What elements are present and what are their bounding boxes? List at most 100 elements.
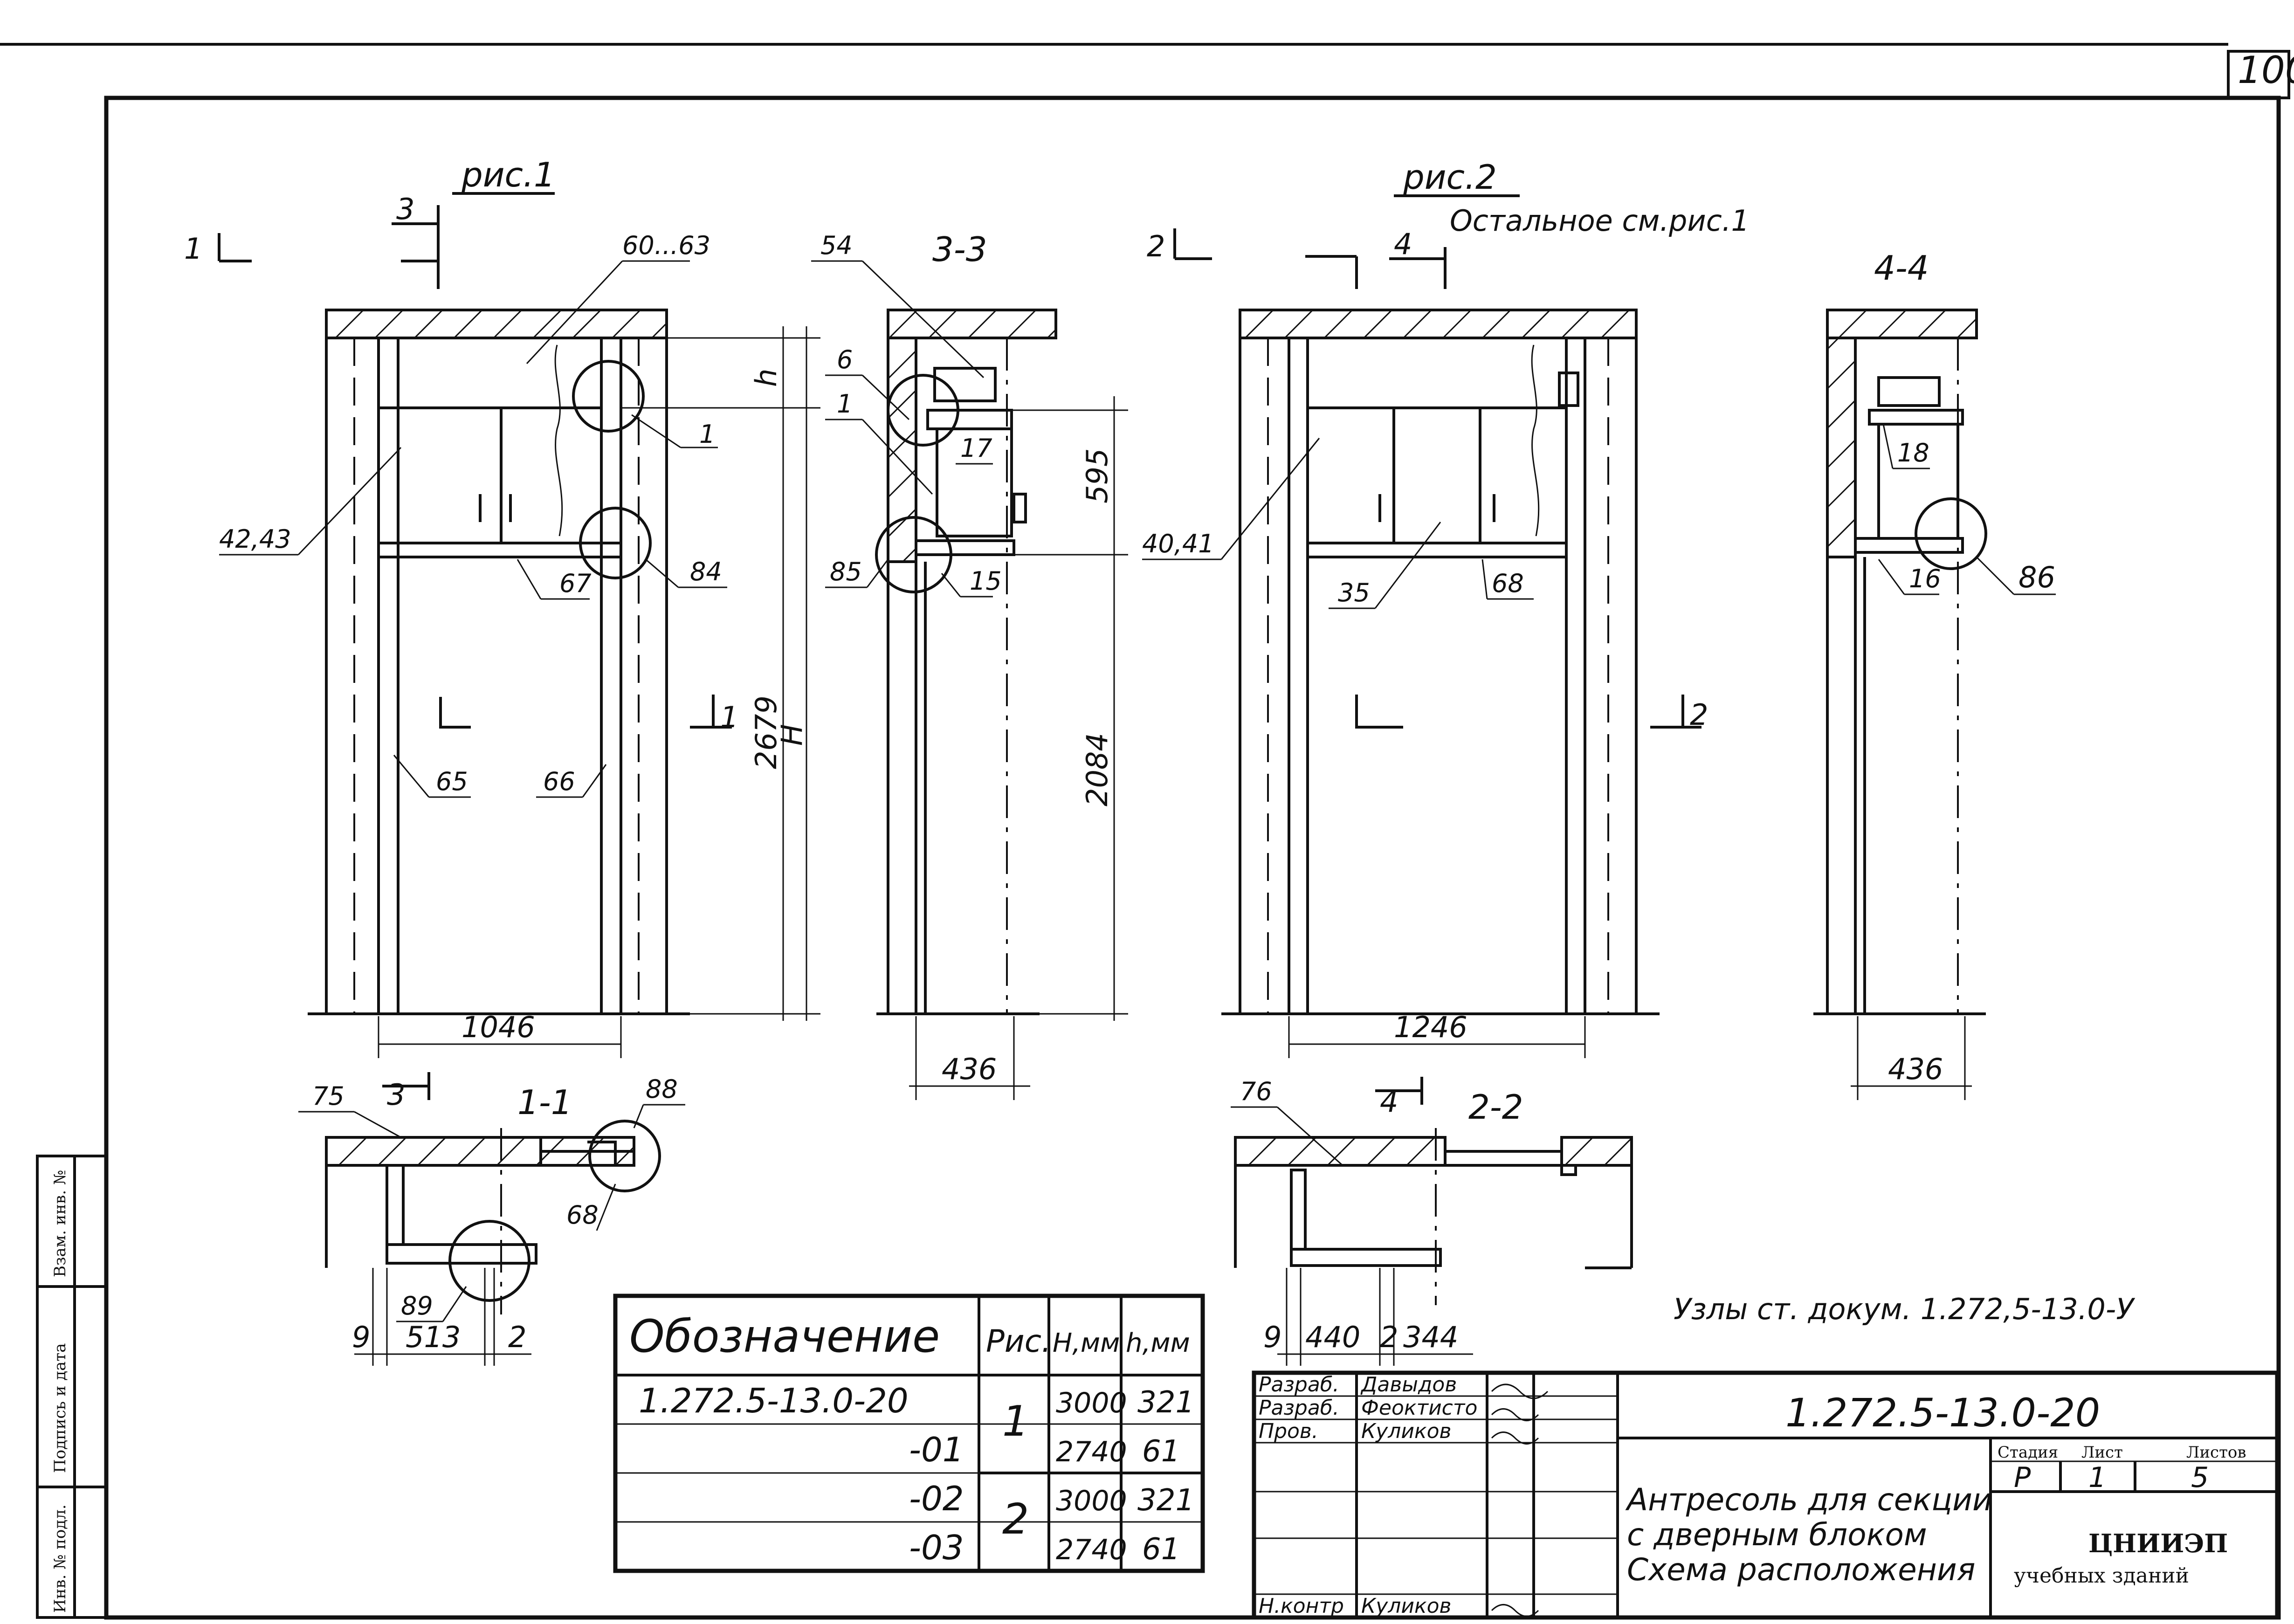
section-1-1: 3 1-1 75 88 68 89 9 513 2	[298, 1072, 685, 1366]
spec-header-fig: Рис.	[986, 1323, 1051, 1359]
title-stage-header: Стадия	[1998, 1443, 2058, 1462]
fig1-cut-top: 3	[396, 192, 414, 226]
callout-17: 17	[960, 434, 992, 463]
title-org-1: ЦНИИЭП	[2088, 1528, 2228, 1558]
callout-89: 89	[401, 1291, 433, 1321]
title-stage: Р	[2014, 1461, 2031, 1494]
spec-row-34-fig: 2	[1002, 1495, 1029, 1544]
callout-85: 85	[830, 557, 862, 586]
spec-row-3-h: 321	[1137, 1483, 1194, 1518]
spec-row-2-H: 2740	[1056, 1436, 1127, 1468]
callout-84: 84	[690, 557, 722, 586]
dim-fig1-H: H	[775, 724, 809, 746]
callout-40-41: 40,41	[1142, 529, 1214, 558]
fig1-cut-right: 1	[720, 700, 738, 734]
side-stamp: Взам. инв. № Подпись и дата Инв. № подл.	[36, 1155, 108, 1619]
callout-6: 6	[837, 345, 853, 374]
title-sheets-header: Листов	[2186, 1443, 2246, 1462]
spec-row-4-H: 2740	[1056, 1534, 1127, 1566]
title-org-2: учебных зданий	[2014, 1564, 2189, 1588]
sec11-cut-mark: 3	[387, 1078, 405, 1112]
title-sheets: 5	[2191, 1461, 2209, 1494]
section-3-3: 3-3 54 6 1 17 85 15	[811, 230, 1128, 1100]
node-reference-note: Узлы ст. докум. 1.272,5-13.0-У	[1674, 1292, 2136, 1326]
spec-row-12-fig: 1	[1002, 1397, 1029, 1446]
fig2-note: Остальное см.рис.1	[1450, 204, 1750, 238]
spec-header-H: H,мм	[1053, 1328, 1120, 1358]
callout-1-sec33: 1	[837, 389, 853, 419]
callout-75: 75	[312, 1081, 344, 1111]
spec-row-1-h: 321	[1137, 1385, 1194, 1420]
callout-66: 66	[543, 767, 575, 796]
fig2-title: рис.2	[1403, 158, 1497, 197]
fig1-title: рис.1	[461, 155, 555, 194]
title-desc-1: Антресоль для секции	[1625, 1482, 1992, 1518]
callout-67: 67	[559, 569, 592, 598]
figure-2: рис.2 Остальное см.рис.1 2 4 40,41	[1142, 158, 1750, 1058]
signature-mark	[1491, 1383, 1549, 1617]
fig2-cut-left: 2	[1147, 229, 1165, 263]
signer-3-name: Куликов	[1361, 1419, 1451, 1443]
callout-16: 16	[1909, 564, 1941, 593]
title-desc-2: с дверным блоком	[1627, 1517, 1927, 1553]
dim-sec22-344: 344	[1403, 1320, 1458, 1354]
dim-sec22-440: 440	[1305, 1320, 1360, 1354]
signer-2-name: Феоктисто	[1361, 1396, 1477, 1420]
section-1-1-title: 1-1	[517, 1083, 572, 1122]
dim-sec44-depth: 436	[1888, 1052, 1943, 1086]
spec-row-2-designation: -01	[909, 1430, 964, 1469]
callout-1: 1	[699, 420, 715, 449]
spec-row-4-h: 61	[1142, 1532, 1180, 1567]
dim-fig1-width: 1046	[462, 1010, 535, 1044]
spec-header-h: h,мм	[1126, 1328, 1190, 1358]
spec-row-1-designation: 1.272.5-13.0-20	[639, 1381, 909, 1420]
sheet-number: 100	[2238, 48, 2294, 92]
side-stamp-inv: Инв. № подл.	[51, 1504, 69, 1613]
callout-54: 54	[820, 231, 853, 260]
title-code: 1.272.5-13.0-20	[1785, 1390, 2100, 1436]
callout-18: 18	[1897, 438, 1929, 468]
signer-1-name: Давыдов	[1360, 1373, 1457, 1397]
signer-1-role: Разраб.	[1259, 1373, 1339, 1397]
callout-86: 86	[2018, 560, 2055, 594]
signer-2-role: Разраб.	[1259, 1396, 1339, 1420]
callout-65: 65	[436, 767, 468, 796]
side-stamp-replace: Взам. инв. №	[51, 1170, 69, 1277]
dim-sec33-2084: 2084	[1080, 733, 1114, 806]
title-sheet-header: Лист	[2081, 1443, 2123, 1462]
side-stamp-sign: Подпись и дата	[51, 1343, 69, 1473]
dim-fig2-width: 1246	[1394, 1010, 1467, 1044]
dim-sec11-2: 2	[508, 1320, 526, 1354]
dim-sec33-depth: 436	[942, 1052, 997, 1086]
spec-table: Обозначение Рис. H,мм h,мм 1.272.5-13.0-…	[613, 1294, 1205, 1573]
spec-row-3-designation: -02	[909, 1479, 964, 1518]
spec-row-2-h: 61	[1142, 1434, 1180, 1469]
callout-35: 35	[1338, 578, 1370, 607]
dim-sec22-2: 2	[1380, 1320, 1398, 1354]
spec-row-3-H: 3000	[1056, 1485, 1127, 1517]
spec-row-4-designation: -03	[909, 1528, 964, 1567]
callout-68-sec11: 68	[566, 1200, 599, 1230]
callout-68: 68	[1492, 569, 1524, 598]
fig2-cut-top: 4	[1394, 227, 1412, 261]
fig1-cut-left: 1	[184, 232, 202, 266]
section-2-2: 76 4 2-2 9 440 2 344	[1231, 1077, 1633, 1366]
section-3-3-title: 3-3	[932, 230, 987, 269]
dim-sec11-9: 9	[352, 1320, 370, 1354]
callout-42-43: 42,43	[219, 524, 291, 554]
figure-1: рис.1 1 3 60.	[184, 155, 820, 1058]
drawing-frame: 100	[0, 43, 2294, 1620]
callout-76: 76	[1240, 1077, 1272, 1106]
dim-sec22-9: 9	[1263, 1320, 1281, 1354]
spec-header-designation: Обозначение	[629, 1310, 940, 1363]
title-sheet: 1	[2088, 1461, 2106, 1494]
section-2-2-title: 2-2	[1468, 1087, 1523, 1127]
section-4-4-title: 4-4	[1874, 248, 1929, 288]
callout-88: 88	[646, 1074, 678, 1104]
dim-fig1-2679: 2679	[749, 695, 783, 769]
title-block: Разраб. Давыдов Разраб. Феоктисто Пров. …	[1252, 1370, 2280, 1620]
callout-60-63: 60...63	[622, 231, 710, 260]
dim-fig1-h: h	[749, 369, 783, 387]
section-4-4: 4-4 18 16 86 436	[1813, 248, 2056, 1100]
